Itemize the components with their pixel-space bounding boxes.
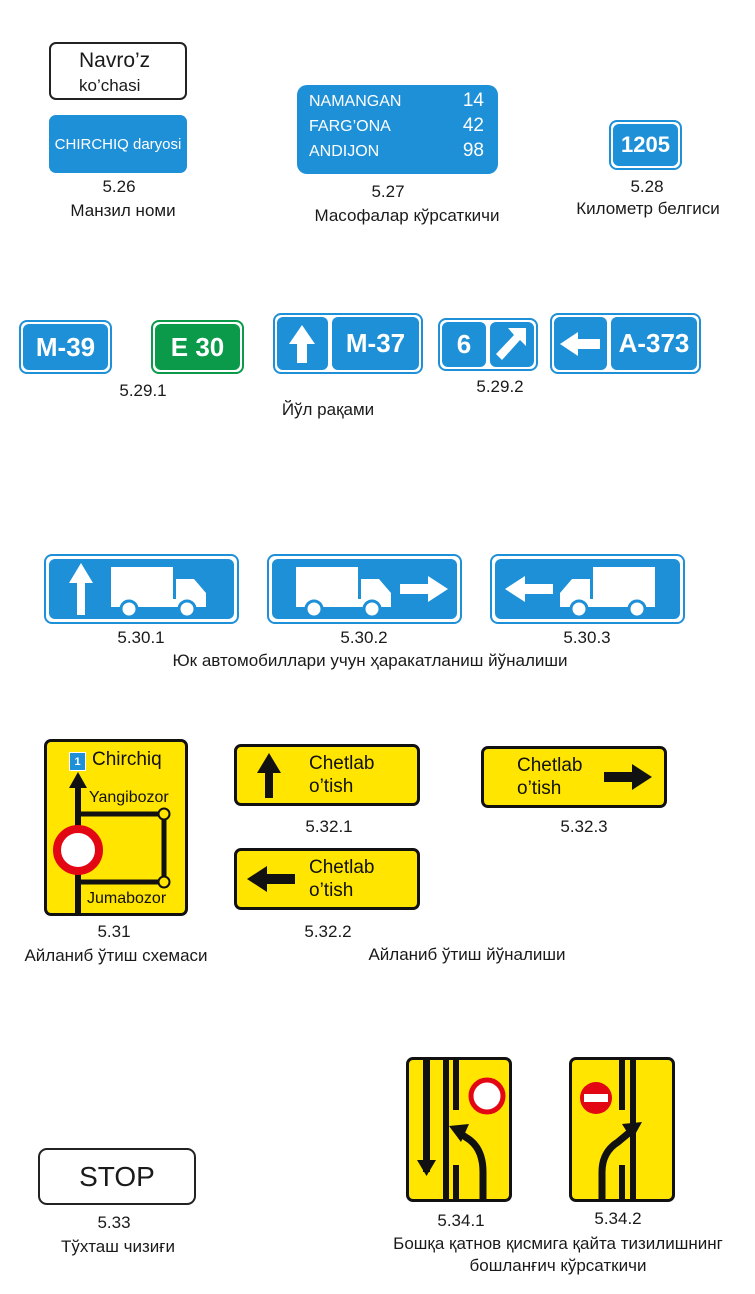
detour-label-line1: Chetlab: [309, 857, 375, 878]
detour-label-line2: o’tish: [309, 776, 354, 797]
sign-road-number-a373-direction: A-373: [550, 313, 701, 374]
kilometer-value: 1205: [613, 124, 678, 166]
sign-5-30-2-truck-right: [267, 554, 462, 624]
code-5-30-3: 5.30.3: [563, 628, 611, 647]
sign-5-28-kilometer: 1205: [609, 120, 682, 170]
caption-5-31: Айланиб ўтиш схемаси: [24, 946, 208, 965]
caption-5-28: Километр белгиси: [576, 199, 720, 218]
river-name: CHIRCHIQ daryosi: [54, 135, 182, 153]
route-badge: 1: [69, 752, 86, 771]
caption-5-33: Тўхташ чизиғи: [61, 1237, 175, 1256]
sign-5-27-distance-indicator: NAMANGAN 14 FARG’ONA 42 ANDIJON 98: [297, 85, 498, 174]
road-number-e30: E 30: [155, 324, 240, 370]
caption-5-29: Йўл рақами: [281, 400, 375, 419]
detour-scheme-diagram: [53, 772, 171, 913]
truck-right-icon: [296, 567, 448, 619]
lane-shift-diagram: [417, 1060, 506, 1199]
code-5-28: 5.28: [630, 177, 664, 196]
truck-straight-icon: [69, 563, 206, 619]
detour-label-line2: o’tish: [517, 778, 562, 799]
up-arrow-panel: [277, 317, 328, 370]
code-5-32-1: 5.32.1: [305, 817, 353, 836]
code-5-33: 5.33: [97, 1213, 131, 1232]
detour-label-line1: Chetlab: [517, 755, 583, 776]
right-arrow-icon: [604, 764, 652, 790]
code-5-34-1: 5.34.1: [437, 1211, 485, 1230]
sign-5-34-2-lane-shift: [569, 1057, 675, 1202]
up-right-arrow-icon: [496, 328, 526, 360]
road-number-a373: A-373: [618, 328, 690, 358]
scheme-via-1: Yangibozor: [89, 789, 169, 806]
sign-road-number-e30: E 30: [151, 320, 244, 374]
up-arrow-icon: [289, 325, 315, 363]
code-5-29-1: 5.29.1: [119, 381, 167, 400]
code-5-34-2: 5.34.2: [594, 1209, 642, 1228]
distance-row-1-city: NAMANGAN: [309, 93, 402, 110]
scheme-destination: Chirchiq: [92, 749, 162, 770]
code-5-29-2: 5.29.2: [476, 377, 524, 396]
distance-row-1-km: 14: [462, 90, 484, 111]
sign-5-26-river-name: CHIRCHIQ daryosi: [49, 115, 187, 173]
sign-5-30-1-truck-straight: [44, 554, 239, 624]
caption-5-27: Масофалар кўрсаткичи: [314, 206, 500, 225]
up-arrow-icon: [257, 753, 281, 798]
road-number-m39: M-39: [23, 324, 108, 370]
lane-shift-no-entry-diagram: [580, 1060, 642, 1199]
distance-row-3-city: ANDIJON: [309, 143, 380, 160]
sign-road-number-m37-direction: M-37: [273, 313, 423, 374]
detour-label-line1: Chetlab: [309, 753, 375, 774]
caption-5-32: Айланиб ўтиш йўналиши: [368, 945, 566, 964]
street-name-line2: ko’chasi: [79, 76, 141, 95]
truck-left-icon: [505, 567, 655, 619]
exit-number: 6: [456, 329, 472, 359]
sign-road-number-m39: M-39: [19, 320, 112, 374]
m37-panel: M-37: [332, 317, 419, 370]
left-arrow-icon: [247, 866, 295, 892]
caption-5-30: Юк автомобиллари учун ҳаракатланиш йўнал…: [172, 651, 568, 670]
road-number-m37: M-37: [345, 328, 406, 358]
detour-label-line2: o’tish: [309, 880, 354, 901]
sign-5-30-3-truck-left: [490, 554, 685, 624]
scheme-via-2: Jumabozor: [87, 890, 167, 907]
distance-row-2-km: 42: [462, 115, 484, 136]
a373-panel: A-373: [611, 317, 697, 370]
code-5-32-3: 5.32.3: [560, 817, 608, 836]
code-5-31: 5.31: [97, 922, 131, 941]
diagonal-arrow-panel: [490, 322, 534, 367]
sign-5-34-1-lane-shift: [406, 1057, 512, 1202]
sign-5-33-stop-line: STOP: [38, 1148, 196, 1205]
code-5-26: 5.26: [102, 177, 136, 196]
left-arrow-panel: [554, 317, 607, 370]
caption-5-34-line1: Бошқа қатнов қисмига қайта тизилишнинг: [393, 1234, 723, 1253]
sign-5-32-1-detour-straight: Chetlab o’tish: [234, 744, 420, 806]
distance-row-2-city: FARG’ONA: [309, 118, 391, 135]
left-arrow-icon: [560, 332, 600, 356]
code-5-27: 5.27: [371, 182, 405, 201]
route-badge-number: 1: [74, 755, 81, 768]
sign-exit-number-6: 6: [438, 318, 538, 371]
sign-5-32-3-detour-right: Chetlab o’tish: [481, 746, 667, 808]
exit-number-panel: 6: [442, 322, 486, 367]
caption-5-34-line2: бошланғич кўрсаткичи: [469, 1256, 647, 1275]
sign-5-32-2-detour-left: Chetlab o’tish: [234, 848, 420, 910]
street-name-line1: Navro’z: [79, 49, 151, 72]
code-5-30-2: 5.30.2: [340, 628, 388, 647]
sign-5-26-street-name: Navro’z ko’chasi: [49, 42, 187, 100]
distance-row-3-km: 98: [462, 140, 484, 161]
stop-label: STOP: [79, 1160, 155, 1192]
sign-5-31-detour-scheme: 1 Chirchiq Yangibozor Jumabozor: [44, 739, 188, 916]
code-5-30-1: 5.30.1: [117, 628, 165, 647]
caption-5-26: Манзил номи: [70, 201, 176, 220]
code-5-32-2: 5.32.2: [304, 922, 352, 941]
